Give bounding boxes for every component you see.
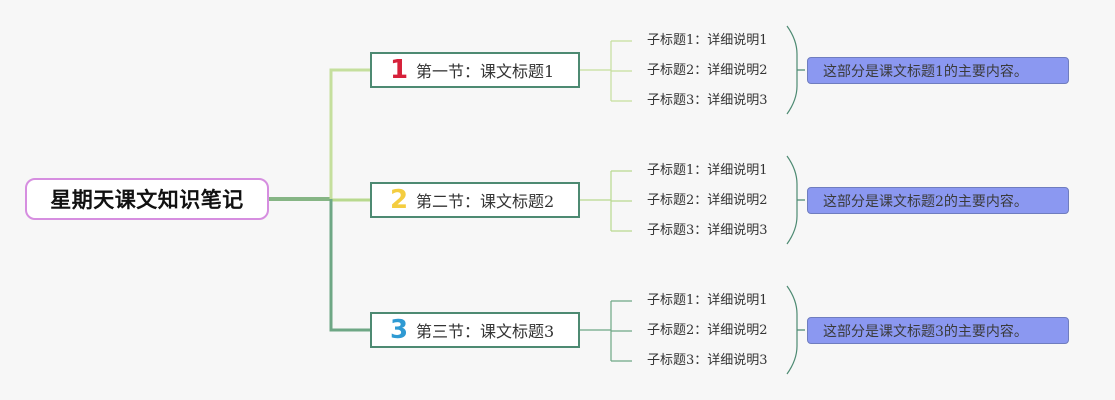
- subtopic-3-3[interactable]: 子标题3：详细说明3: [647, 353, 768, 368]
- section-connector-2: [329, 198, 370, 202]
- subtopic-2-2[interactable]: 子标题2：详细说明2: [647, 193, 768, 208]
- section-title: 第一节：课文标题1: [416, 62, 555, 81]
- section-connector-1: [329, 68, 370, 199]
- subtopic-1-2[interactable]: 子标题2：详细说明2: [647, 63, 768, 78]
- summary-brace-2: [786, 155, 805, 245]
- number-2-icon: 2: [389, 185, 409, 215]
- subtopic-1-1[interactable]: 子标题1：详细说明1: [647, 33, 768, 48]
- summary-1[interactable]: 这部分是课文标题1的主要内容。: [807, 57, 1069, 84]
- summary-brace-3: [786, 285, 805, 375]
- number-3-icon: 3: [389, 315, 409, 345]
- section-connector-3: [329, 199, 370, 332]
- summary-brace-1: [786, 25, 805, 115]
- number-1-icon: 1: [389, 55, 409, 85]
- subtopic-1-3[interactable]: 子标题3：详细说明3: [647, 93, 768, 108]
- subtopic-2-3[interactable]: 子标题3：详细说明3: [647, 223, 768, 238]
- section-title: 第二节：课文标题2: [416, 192, 555, 211]
- section-node-1[interactable]: 1 第一节：课文标题1: [370, 52, 580, 88]
- section-node-2[interactable]: 2 第二节：课文标题2: [370, 182, 580, 218]
- subtopic-3-1[interactable]: 子标题1：详细说明1: [647, 293, 768, 308]
- central-topic[interactable]: 星期天课文知识笔记: [25, 178, 269, 220]
- subtopic-3-2[interactable]: 子标题2：详细说明2: [647, 323, 768, 338]
- summary-3[interactable]: 这部分是课文标题3的主要内容。: [807, 317, 1069, 344]
- section-node-3[interactable]: 3 第三节：课文标题3: [370, 312, 580, 348]
- summary-2[interactable]: 这部分是课文标题2的主要内容。: [807, 187, 1069, 214]
- section-title: 第三节：课文标题3: [416, 322, 555, 341]
- subtopic-2-1[interactable]: 子标题1：详细说明1: [647, 163, 768, 178]
